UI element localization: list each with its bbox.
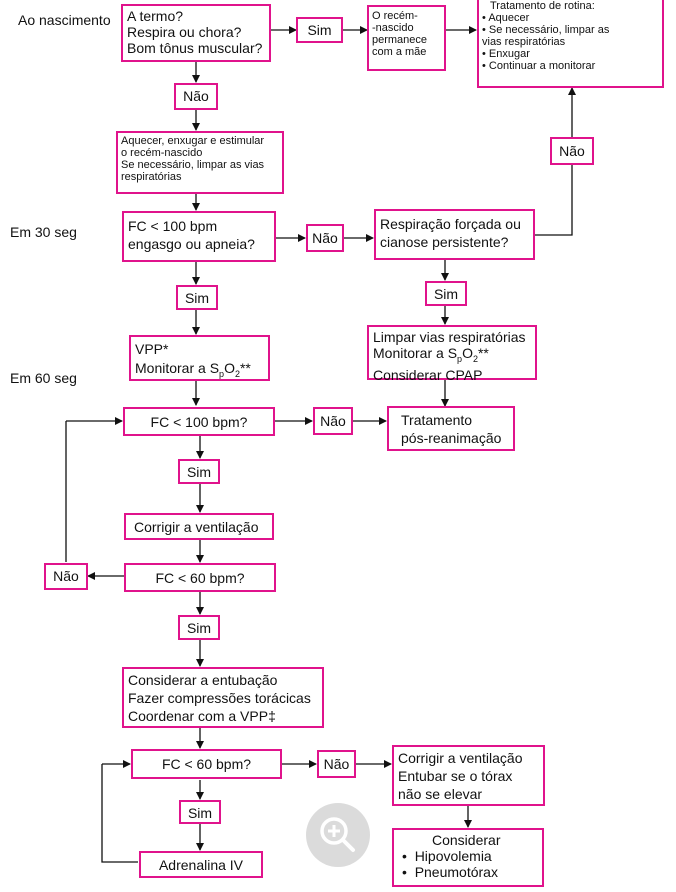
time-label-60s: Em 60 seg (10, 370, 77, 386)
no-label-1: Não (183, 88, 209, 104)
no-label-2: Não (312, 230, 338, 246)
initial-q3: Bom tônus muscular? (127, 40, 263, 56)
consider-item-2: • Pneumotórax (402, 864, 498, 880)
routine-item-2: • Se necessário, limpar as (482, 24, 610, 36)
ppv-line-1: VPP* (135, 341, 169, 357)
time-label-30s: Em 30 seg (10, 224, 77, 240)
correct-vent-label: Corrigir a ventilação (134, 519, 259, 535)
consider-item-1: • Hipovolemia (402, 848, 492, 864)
initial-assessment-box: A termo? Respira ou chora? Bom tônus mus… (121, 4, 271, 62)
yes-label-6: Sim (187, 805, 213, 821)
ppv-line-2: Monitorar a SpO2** (135, 360, 251, 379)
hr100-label: FC < 100 bpm? (150, 414, 248, 430)
yes-label-5: Sim (186, 620, 212, 636)
hr60-label: FC < 60 bpm? (155, 570, 245, 586)
post-resuscitation-box: Tratamento pós-reanimação (387, 406, 515, 451)
correct-vent2-line-1: Corrigir a ventilação (398, 750, 523, 766)
hr-apnea-line-2: engasgo ou apneia? (128, 236, 255, 252)
stays-line-3: permanece (372, 34, 428, 46)
correct-vent2-line-2: Entubar se o tórax (398, 768, 513, 784)
hr-apnea-question-box: FC < 100 bpm engasgo ou apneia? (122, 211, 276, 262)
yes-label-1: Sim (307, 22, 332, 38)
labored-breathing-box: Respiração forçada ou cianose persistent… (374, 209, 535, 260)
time-label-birth: Ao nascimento (18, 12, 111, 28)
correct-ventilation-box: Corrigir a ventilação (124, 513, 274, 540)
yes-box-2: Sim (425, 281, 467, 306)
routine-item-3: • Enxugar (482, 48, 530, 60)
clear-line-1: Limpar vias respiratórias (373, 329, 526, 345)
consider-title: Considerar (432, 832, 501, 848)
labored-line-2: cianose persistente? (380, 234, 509, 250)
routine-item-1: • Aquecer (482, 12, 530, 24)
warm-line-4: respiratórias (121, 171, 182, 183)
stays-line-2: -nascido (372, 22, 414, 34)
initial-q2: Respira ou chora? (127, 24, 242, 40)
yes-box-4: Sim (178, 459, 220, 484)
adrenaline-label: Adrenalina IV (158, 857, 244, 873)
yes-box-5: Sim (178, 615, 220, 640)
routine-item-4: • Continuar a monitorar (482, 60, 596, 72)
hr60-label-2: FC < 60 bpm? (161, 756, 252, 772)
yes-label-3: Sim (184, 290, 210, 306)
yes-box-3: Sim (176, 285, 218, 310)
zoom-in-glyph (320, 817, 355, 852)
no-label-3: Não (320, 413, 346, 429)
hr100-question-box: FC < 100 bpm? (123, 407, 275, 436)
intubation-compressions-box: Considerar a entubação Fazer compressões… (122, 667, 324, 728)
post-resus-line-1: Tratamento (401, 412, 473, 428)
clear-line-3: Considerar CPAP (373, 366, 483, 383)
no-box-1: Não (174, 83, 218, 110)
zoom-in-icon[interactable] (306, 803, 370, 867)
routine-title: Tratamento de rotina: (490, 0, 595, 12)
no-label-4: Não (53, 568, 79, 584)
warm-line-3: Se necessário, limpar as vias (121, 159, 265, 171)
no-box-2: Não (306, 224, 344, 252)
hr60-question-box: FC < 60 bpm? (124, 563, 276, 592)
correct-ventilation-intubate-box: Corrigir a ventilação Entubar se o tórax… (392, 745, 545, 806)
no-label-5: Não (323, 756, 350, 772)
post-resus-line-2: pós-reanimação (401, 430, 502, 446)
routine-item-2b: vias respiratórias (482, 36, 566, 48)
yes-label-4: Sim (186, 464, 212, 480)
correct-vent2-line-3: não se elevar (398, 786, 483, 802)
labored-line-1: Respiração forçada ou (380, 216, 521, 232)
yes-label-2: Sim (433, 286, 459, 302)
no-label-right: Não (559, 143, 585, 159)
stays-line-1: O recém- (372, 10, 418, 22)
consider-causes-box: Considerar • Hipovolemia • Pneumotórax (392, 828, 544, 887)
hr60-question-box-2: FC < 60 bpm? (131, 749, 282, 779)
clear-line-2: Monitorar a SpO2** (373, 345, 489, 364)
warm-line-2: o recém-nascido (121, 147, 203, 159)
intubation-line-1: Considerar a entubação (128, 672, 278, 688)
no-box-3: Não (313, 407, 353, 435)
warm-line-1: Aquecer, enxugar e estimular (121, 135, 265, 147)
stays-line-4: com a mãe (372, 46, 427, 58)
no-box-right: Não (550, 137, 594, 165)
no-box-5: Não (317, 750, 356, 778)
adrenaline-box: Adrenalina IV (139, 851, 263, 878)
clear-airways-box: Limpar vias respiratórias Monitorar a Sp… (367, 325, 537, 383)
hr-apnea-line-1: FC < 100 bpm (128, 218, 218, 234)
intubation-line-2: Fazer compressões torácicas (128, 690, 311, 706)
initial-q1: A termo? (127, 8, 184, 24)
yes-box-6: Sim (179, 800, 221, 824)
intubation-line-3: Coordenar com a VPP‡ (128, 708, 276, 724)
yes-box-1: Sim (296, 17, 343, 43)
warm-dry-stimulate-box: Aquecer, enxugar e estimular o recém-nas… (116, 131, 284, 194)
no-box-4: Não (44, 563, 88, 590)
ppv-box: VPP* Monitorar a SpO2** (129, 335, 270, 381)
routine-care-box: Tratamento de rotina: • Aquecer • Se nec… (477, 0, 664, 88)
stays-with-mother-box: O recém- -nascido permanece com a mãe (367, 5, 446, 71)
